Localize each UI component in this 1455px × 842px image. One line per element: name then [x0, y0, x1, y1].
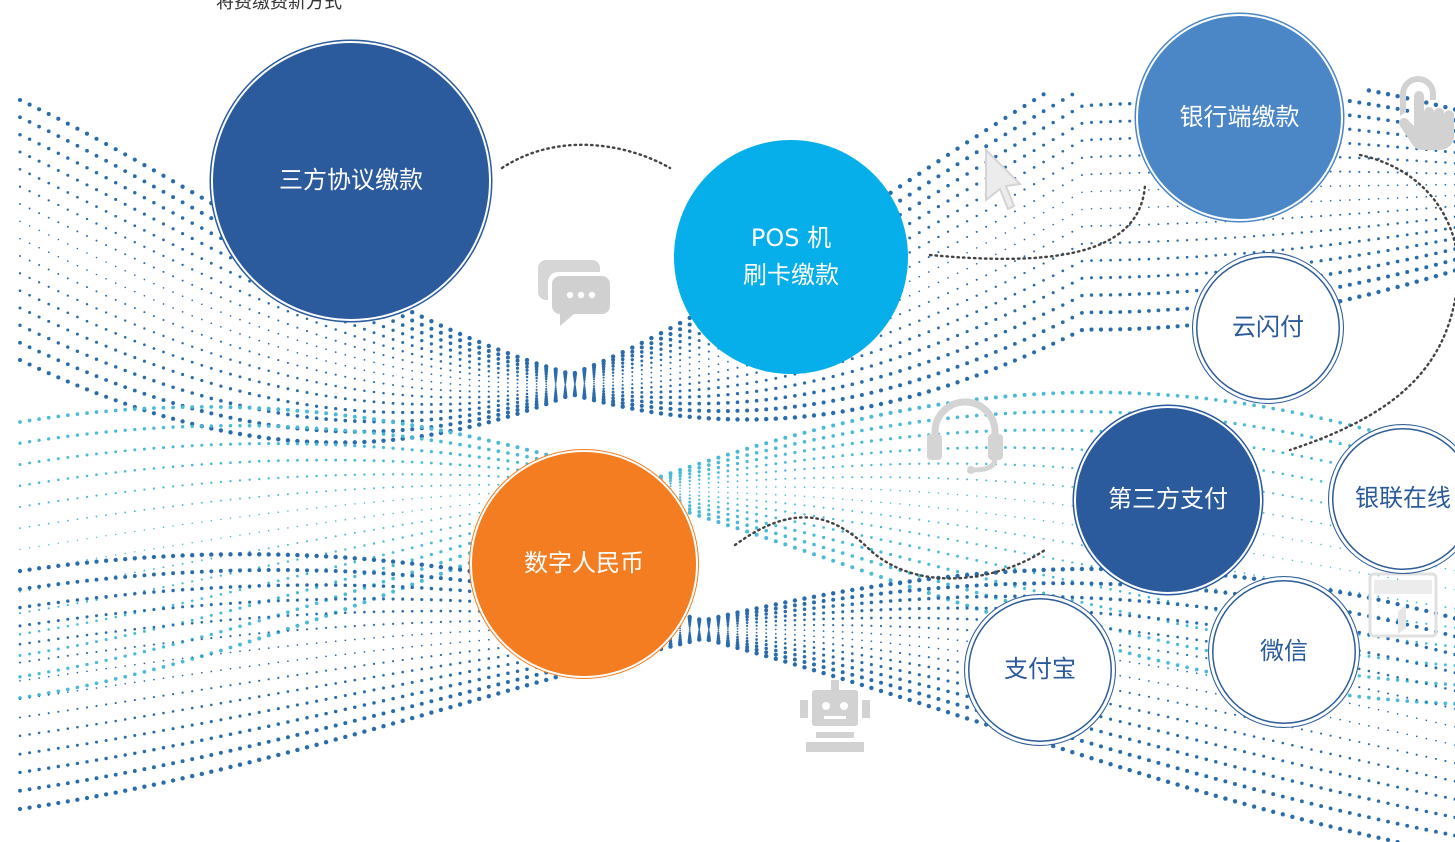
node-alipay[interactable]: 支付宝 — [964, 594, 1116, 746]
node-yunshanfu[interactable]: 云闪付 — [1192, 252, 1344, 404]
connector-digital-third — [733, 516, 1047, 580]
headset-icon — [927, 398, 1003, 474]
node-pos-payment[interactable]: POS 机 刷卡缴款 — [674, 140, 908, 374]
node-unionpay-online[interactable]: 银联在线 — [1328, 424, 1455, 574]
node-wechat[interactable]: 微信 — [1208, 576, 1360, 728]
touch-icon — [1399, 76, 1454, 150]
node-three-party-payment[interactable]: 三方协议缴款 — [211, 41, 491, 321]
pos-label-line2: 刷卡缴款 — [743, 261, 839, 289]
robot-icon — [800, 680, 870, 752]
chat-icon — [538, 260, 610, 326]
node-digital-rmb[interactable]: 数字人民币 — [470, 450, 698, 678]
node-bank-side-payment[interactable]: 银行端缴款 — [1136, 14, 1343, 221]
pos-label-line1: POS 机 — [750, 223, 832, 252]
cursor-icon — [985, 148, 1023, 211]
card-icon — [1368, 572, 1438, 638]
connector-pos-bank — [928, 183, 1147, 261]
connector-three-party-pos — [500, 143, 672, 170]
node-third-party-pay[interactable]: 第三方支付 — [1074, 406, 1262, 594]
header-text: 将费缴费新方式 — [216, 0, 342, 13]
